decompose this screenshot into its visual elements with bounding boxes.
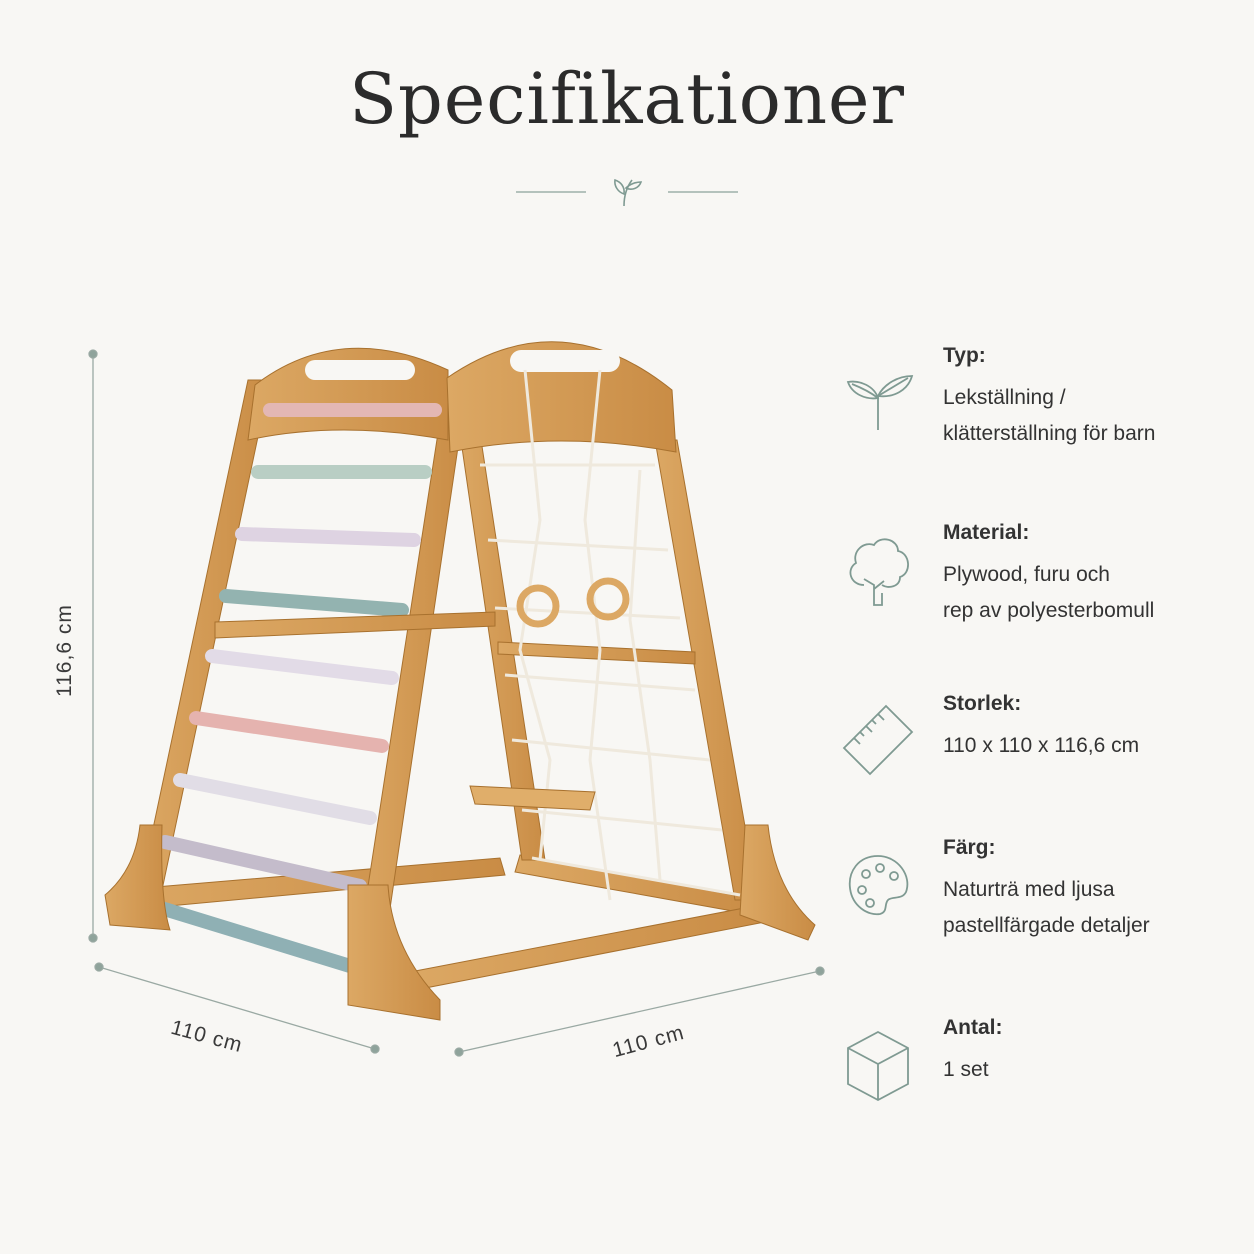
spec-value-line: 1 set [943,1058,989,1081]
spec-value: 1 set [943,1052,1243,1088]
ruler-icon [842,704,914,776]
spec-value: 110 x 110 x 116,6 cm [943,728,1243,764]
spec-item-color: Färg: Naturträ med ljusa pastellfärgade … [840,836,1240,956]
spec-value: Naturträ med ljusa pastellfärgade detalj… [943,872,1243,944]
page-title: Specifikationer [349,58,905,140]
leaf-icon [846,375,914,430]
spec-value: Plywood, furu och rep av polyesterbomull [943,557,1243,629]
spec-value-line: 110 x 110 x 116,6 cm [943,734,1140,757]
spec-label: Storlek: [943,692,1022,715]
title-divider [516,178,738,207]
spec-label: Färg: [943,836,996,859]
spec-label: Typ: [943,344,986,367]
spec-value-line: klätterställning för barn [943,422,1156,445]
spec-value-line: rep av polyesterbomull [943,599,1155,622]
tree-icon [849,538,909,606]
spec-value-line: pastellfärgade detaljer [943,914,1150,937]
spec-item-type: Typ: Lekställning / klätterställning för… [840,344,1240,464]
spec-value-line: Lekställning / [943,386,1066,409]
spec-label: Material: [943,521,1030,544]
box-icon [847,1030,909,1102]
spec-item-material: Material: Plywood, furu och rep av polye… [840,521,1240,641]
spec-value-line: Plywood, furu och [943,563,1110,586]
spec-item-size: Storlek: 110 x 110 x 116,6 cm [840,692,1240,812]
spec-value-line: Naturträ med ljusa [943,878,1115,901]
spec-value: Lekställning / klätterställning för barn [943,380,1243,452]
spec-label: Antal: [943,1016,1003,1039]
spec-item-quantity: Antal: 1 set [840,1016,1240,1136]
palette-icon [848,855,909,916]
sprout-icon [614,178,643,207]
climbing-frame-illustration [104,341,816,1021]
